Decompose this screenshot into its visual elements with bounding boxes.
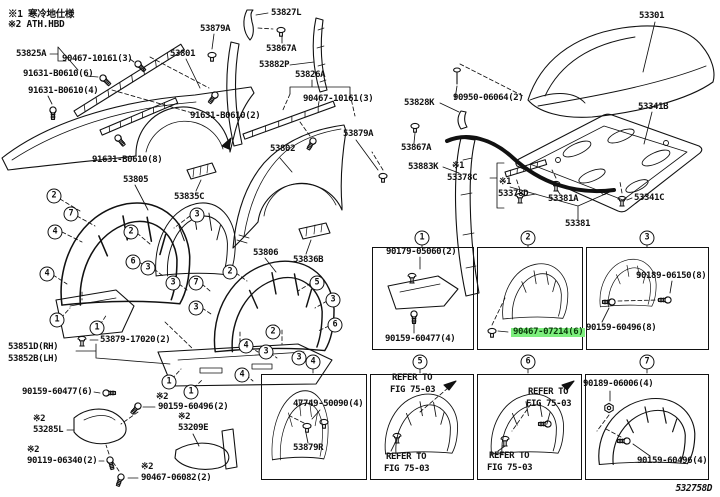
detail-box-2 xyxy=(477,247,583,350)
mudguard-53285-drawing xyxy=(73,408,127,445)
detail-box-3 xyxy=(586,247,709,350)
box1-apron-drawing xyxy=(387,275,459,310)
hood-drawing xyxy=(527,25,715,118)
detail-box-7 xyxy=(585,374,709,480)
retainer-53828-drawing xyxy=(457,110,468,130)
leader-lines xyxy=(47,12,673,479)
dashed-lines xyxy=(52,27,659,472)
detail-box-1 xyxy=(372,247,474,350)
retainer-53883-drawing xyxy=(454,137,480,297)
detail-box-5 xyxy=(370,374,474,480)
arrow-icon xyxy=(443,380,457,391)
mudguard-53209-drawing xyxy=(174,428,238,470)
fender-moulding-drawing xyxy=(99,97,179,136)
front-fender-lh-drawing xyxy=(1,86,255,171)
liner-rh-drawing xyxy=(213,260,335,353)
retainer-53882-drawing xyxy=(312,17,328,93)
detail-box-6 xyxy=(477,374,582,480)
detail-box-4 xyxy=(261,374,367,480)
apron-small-drawing xyxy=(55,289,135,339)
bracket-53835-drawing xyxy=(186,162,217,180)
seal-strip-drawing xyxy=(504,159,548,178)
front-fender-rh-drawing xyxy=(232,124,347,249)
weatherstrip-drawing xyxy=(445,135,616,194)
bracket-53836-drawing xyxy=(298,222,331,240)
hood-insulator-drawing xyxy=(515,113,703,213)
hood-moulding-drawing xyxy=(73,43,185,118)
liner-rear-drawing xyxy=(155,202,236,277)
arrow-icon xyxy=(221,137,232,150)
bracket-53827-drawing xyxy=(243,9,254,41)
fender-pillar-drawing xyxy=(226,41,243,147)
arrow-icon xyxy=(561,380,575,391)
fender-moulding2-drawing xyxy=(242,100,336,140)
